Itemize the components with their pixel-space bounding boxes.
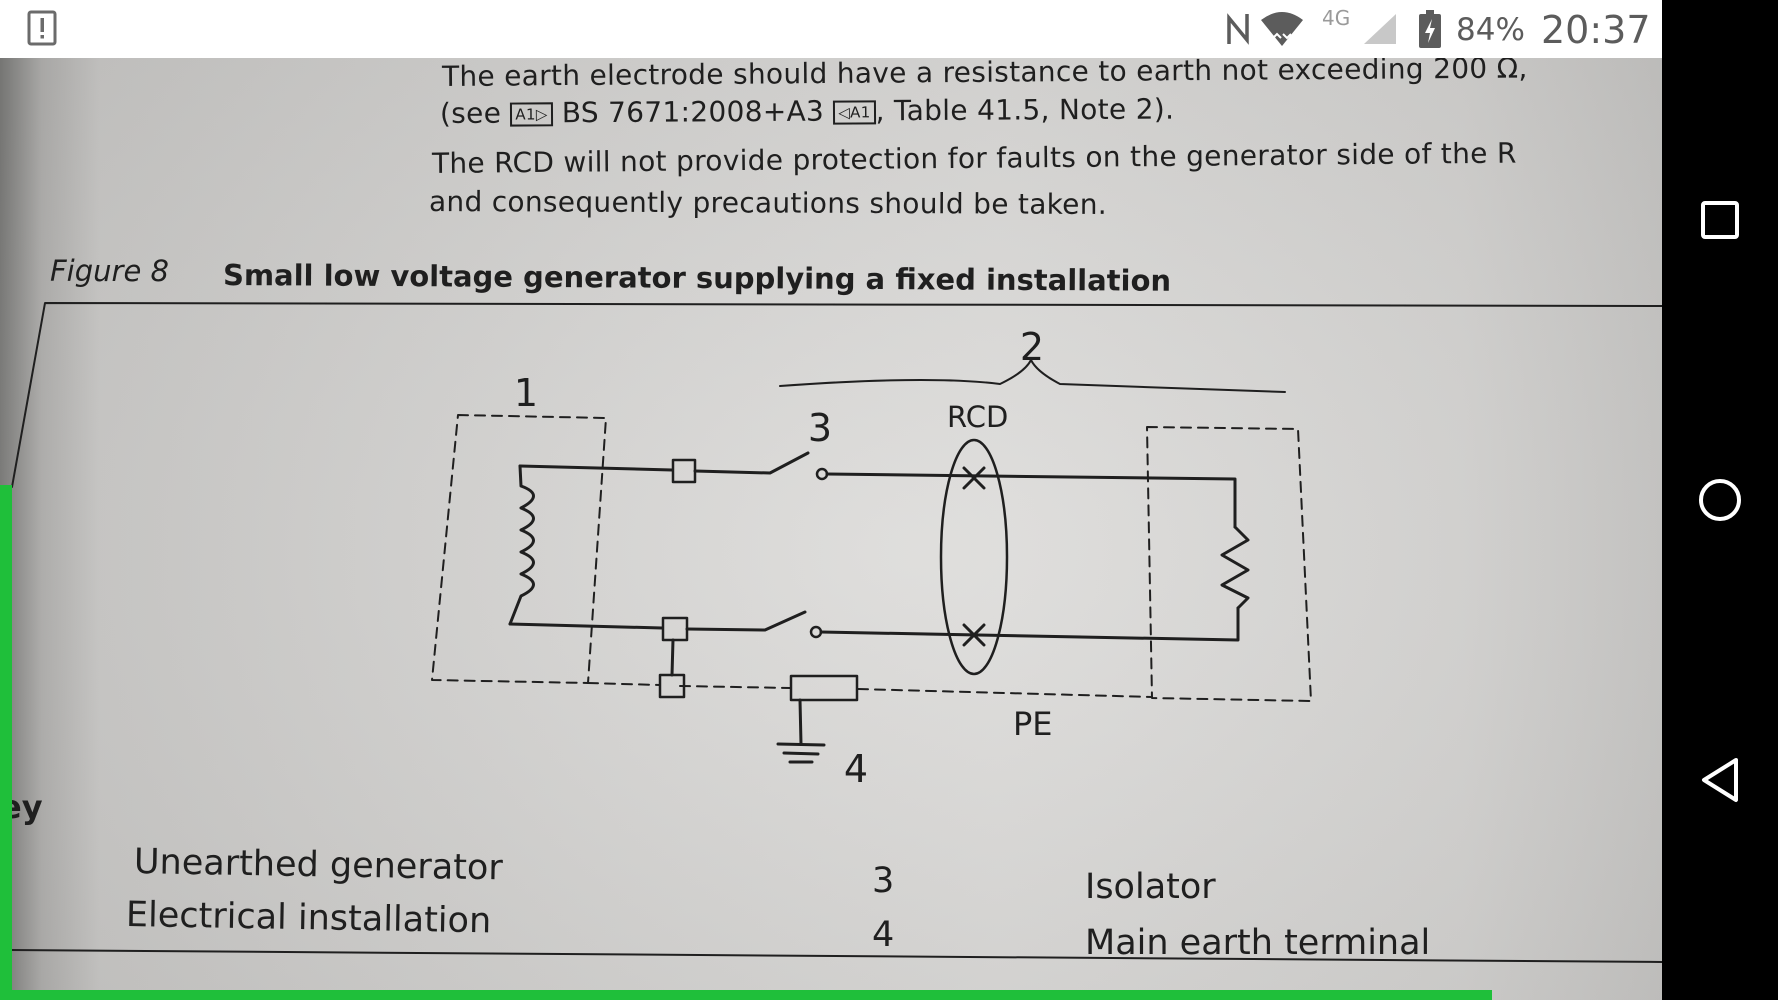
top-conductor-b xyxy=(825,472,1237,529)
bottom-conductor-b xyxy=(819,606,1240,642)
key-item-1-label: Unearthed generator xyxy=(133,842,504,889)
navigation-bar xyxy=(1662,0,1778,1000)
figure-bottom-rule xyxy=(9,949,1662,963)
key-item-3-number: 3 xyxy=(872,861,895,901)
terminal-top xyxy=(671,458,697,484)
clock: 20:37 xyxy=(1541,8,1651,52)
diagram-label-2: 2 xyxy=(1020,325,1044,369)
earth-symbol xyxy=(776,742,826,764)
key-item-2-label: Electrical installation xyxy=(125,895,492,942)
isolator-blade-top xyxy=(693,451,810,475)
battery-percent: 84% xyxy=(1456,12,1525,48)
key-item-4-label: Main earth terminal xyxy=(1085,923,1431,963)
rcd-cross-bottom xyxy=(962,623,986,647)
alert-icon xyxy=(27,10,57,50)
rcd-cross-top xyxy=(962,466,986,490)
figure-frame xyxy=(11,302,1662,488)
selection-edge-left xyxy=(0,485,12,1000)
square-icon xyxy=(1701,201,1739,239)
status-bar: 4G 84% 20:37 xyxy=(0,0,1662,58)
photo-page: The earth electrode should have a resist… xyxy=(0,0,1662,1000)
diagram-label-1: 1 xyxy=(514,371,538,415)
triangle-back-icon xyxy=(1702,758,1738,802)
circuit-diagram: 1 2 3 4 RCD PE xyxy=(9,302,1662,963)
bottom-conductor-a xyxy=(508,622,664,630)
brace-2 xyxy=(779,359,1286,393)
battery-icon xyxy=(1419,10,1441,52)
load-resistor xyxy=(1220,525,1250,610)
network-type-label: 4G xyxy=(1322,6,1351,30)
key-item-3-label: Isolator xyxy=(1085,867,1216,907)
wifi-icon xyxy=(1259,10,1305,52)
circle-icon xyxy=(1699,479,1741,521)
main-earth-terminal xyxy=(789,674,859,702)
top-conductor-a xyxy=(518,464,674,472)
selection-edge-bottom xyxy=(0,990,1492,1000)
terminal-link xyxy=(670,638,675,677)
back-button[interactable] xyxy=(1662,750,1778,810)
diagram-label-4: 4 xyxy=(844,747,868,791)
pe-conductor xyxy=(587,682,1153,698)
terminal-bottom xyxy=(661,616,689,642)
generator-box xyxy=(431,414,607,684)
diagram-label-rcd: RCD xyxy=(947,400,1008,434)
photo-viewer: The earth electrode should have a resist… xyxy=(0,0,1662,1000)
figure-label: Figure 8 xyxy=(50,254,169,288)
home-button[interactable] xyxy=(1662,470,1778,530)
isolator-blade-bottom xyxy=(685,610,807,632)
recents-button[interactable] xyxy=(1662,190,1778,250)
key-item-4-number: 4 xyxy=(872,915,895,955)
diagram-label-pe: PE xyxy=(1013,705,1053,743)
rcd-ellipse xyxy=(939,438,1009,676)
installation-box xyxy=(1146,426,1312,702)
generator-winding xyxy=(508,464,535,626)
nfc-icon xyxy=(1226,12,1250,50)
earth-lead xyxy=(798,698,803,746)
diagram-label-3: 3 xyxy=(808,406,832,450)
signal-icon xyxy=(1362,12,1398,50)
